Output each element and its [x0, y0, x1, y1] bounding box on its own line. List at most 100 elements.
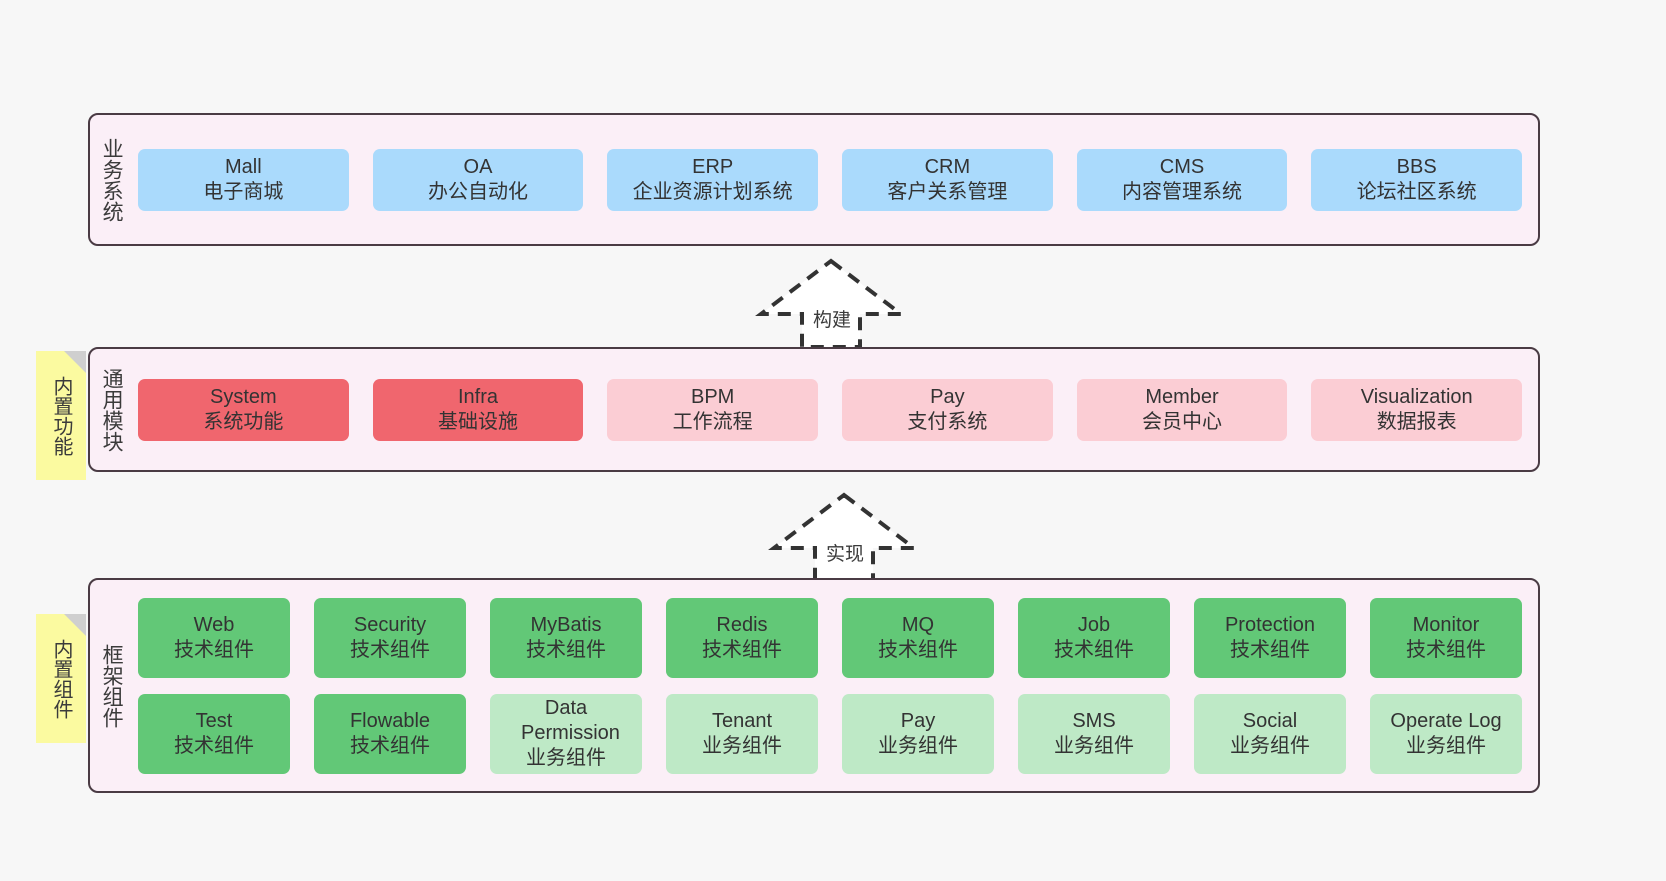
card-monitor[interactable]: Monitor 技术组件: [1370, 597, 1522, 678]
card-title: Pay: [900, 709, 936, 732]
card-subtitle: 电子商城: [203, 180, 284, 203]
card-title: System: [209, 385, 277, 408]
card-subtitle: 技术组件: [174, 638, 254, 661]
card-title: Infra: [457, 385, 499, 408]
card-title: Member: [1145, 385, 1219, 408]
layer-common-modules: 通用模块 System 系统功能 Infra 基础设施 BPM 工作流程 Pay…: [88, 347, 1540, 472]
card-subtitle: 内容管理系统: [1122, 180, 1243, 203]
card-subtitle: 企业资源计划系统: [632, 180, 793, 203]
connector-build: 构建: [755, 258, 907, 350]
card-subtitle: 业务组件: [1054, 734, 1134, 757]
card-mybatis[interactable]: MyBatis 技术组件: [490, 597, 642, 678]
card-system[interactable]: System 系统功能: [138, 378, 349, 441]
note-label: 内置功能: [50, 375, 72, 456]
card-title: Test: [195, 709, 233, 732]
note-fold-corner: [64, 614, 86, 636]
card-subtitle: 业务组件: [526, 747, 606, 769]
card-security[interactable]: Security 技术组件: [314, 597, 466, 678]
card-subtitle: 业务组件: [702, 734, 782, 757]
note-label: 内置组件: [50, 638, 72, 719]
card-title: Visualization: [1360, 385, 1473, 408]
layer-body-common-modules: System 系统功能 Infra 基础设施 BPM 工作流程 Pay 支付系统…: [132, 349, 1538, 470]
card-visualization[interactable]: Visualization 数据报表: [1311, 378, 1523, 441]
card-bpm[interactable]: BPM 工作流程: [607, 378, 819, 441]
card-flowable[interactable]: Flowable 技术组件: [314, 693, 466, 774]
card-row: Test 技术组件 Flowable 技术组件 Data Permission …: [138, 693, 1522, 774]
layer-framework-components: 框架组件 Web 技术组件 Security 技术组件 MyBatis 技术组件…: [88, 578, 1540, 793]
connector-implement: 实现: [768, 492, 920, 584]
card-subtitle: 技术组件: [878, 638, 958, 661]
card-member[interactable]: Member 会员中心: [1076, 378, 1288, 441]
card-redis[interactable]: Redis 技术组件: [666, 597, 818, 678]
build-arrow-shape: [755, 258, 907, 349]
card-test[interactable]: Test 技术组件: [138, 693, 290, 774]
note-builtin-features: 内置功能: [36, 351, 86, 480]
card-title: BPM: [691, 385, 735, 408]
card-data-permission[interactable]: Data Permission 业务组件: [490, 693, 642, 774]
card-tenant[interactable]: Tenant 业务组件: [666, 693, 818, 774]
card-bbs[interactable]: BBS 论坛社区系统: [1311, 148, 1523, 211]
layer-body-business-systems: Mall 电子商城 OA 办公自动化 ERP 企业资源计划系统 CRM 客户关系…: [132, 115, 1538, 244]
implement-arrow-shape: [768, 492, 920, 583]
layer-title-framework-components: 框架组件: [100, 643, 124, 728]
card-subtitle: 系统功能: [203, 410, 284, 433]
card-cms[interactable]: CMS 内容管理系统: [1076, 148, 1288, 211]
card-title: Flowable: [349, 709, 431, 732]
card-subtitle: 客户关系管理: [887, 180, 1008, 203]
card-title: Social: [1242, 709, 1298, 732]
card-subtitle: 技术组件: [350, 638, 430, 661]
card-job[interactable]: Job 技术组件: [1018, 597, 1170, 678]
card-sms[interactable]: SMS 业务组件: [1018, 693, 1170, 774]
card-title: SMS: [1072, 709, 1116, 732]
card-subtitle: 支付系统: [907, 410, 988, 433]
card-pay-component[interactable]: Pay 业务组件: [842, 693, 994, 774]
card-subtitle: 技术组件: [1230, 638, 1310, 661]
card-title: BBS: [1396, 155, 1437, 178]
card-subtitle: 办公自动化: [428, 180, 528, 203]
card-protection[interactable]: Protection 技术组件: [1194, 597, 1346, 678]
card-title: Pay: [930, 385, 965, 408]
card-subtitle: 基础设施: [438, 410, 518, 433]
card-title: Job: [1077, 613, 1111, 636]
card-subtitle: 技术组件: [702, 638, 782, 661]
card-subtitle: 技术组件: [1054, 638, 1134, 661]
card-subtitle: 论坛社区系统: [1356, 180, 1477, 203]
card-row: System 系统功能 Infra 基础设施 BPM 工作流程 Pay 支付系统…: [138, 378, 1523, 441]
connector-label-implement: 实现: [825, 544, 864, 565]
card-title: CRM: [924, 155, 971, 178]
card-mq[interactable]: MQ 技术组件: [842, 597, 994, 678]
card-infra[interactable]: Infra 基础设施: [372, 378, 584, 441]
card-title: Data Permission: [521, 697, 620, 744]
card-title: Security: [353, 613, 427, 636]
card-mall[interactable]: Mall 电子商城: [138, 148, 349, 211]
card-row: Web 技术组件 Security 技术组件 MyBatis 技术组件 Redi…: [138, 597, 1522, 678]
card-oa[interactable]: OA 办公自动化: [372, 148, 584, 211]
card-title: MQ: [901, 613, 935, 636]
card-subtitle: 会员中心: [1142, 410, 1223, 433]
note-fold-corner: [64, 351, 86, 373]
card-subtitle: 技术组件: [526, 638, 606, 661]
card-subtitle: 技术组件: [174, 734, 254, 757]
card-title: Web: [193, 613, 235, 636]
card-subtitle: 业务组件: [1406, 734, 1486, 757]
card-subtitle: 业务组件: [878, 734, 958, 757]
card-operate-log[interactable]: Operate Log 业务组件: [1370, 693, 1522, 774]
card-title: Monitor: [1412, 613, 1480, 636]
card-title: OA: [463, 155, 493, 178]
card-web[interactable]: Web 技术组件: [138, 597, 290, 678]
card-social[interactable]: Social 业务组件: [1194, 693, 1346, 774]
layer-title-business-systems: 业务系统: [100, 137, 124, 222]
card-erp[interactable]: ERP 企业资源计划系统: [607, 148, 819, 211]
note-builtin-components: 内置组件: [36, 614, 86, 743]
card-row: Mall 电子商城 OA 办公自动化 ERP 企业资源计划系统 CRM 客户关系…: [138, 148, 1523, 211]
card-subtitle: 工作流程: [672, 410, 753, 433]
card-pay-module[interactable]: Pay 支付系统: [842, 378, 1053, 441]
card-title: CMS: [1159, 155, 1205, 178]
card-title: Redis: [716, 613, 768, 636]
card-subtitle: 数据报表: [1376, 410, 1457, 433]
card-crm[interactable]: CRM 客户关系管理: [842, 148, 1053, 211]
card-title: MyBatis: [530, 613, 602, 636]
card-title: Mall: [225, 155, 262, 178]
layer-title-common-modules: 通用模块: [100, 367, 124, 452]
